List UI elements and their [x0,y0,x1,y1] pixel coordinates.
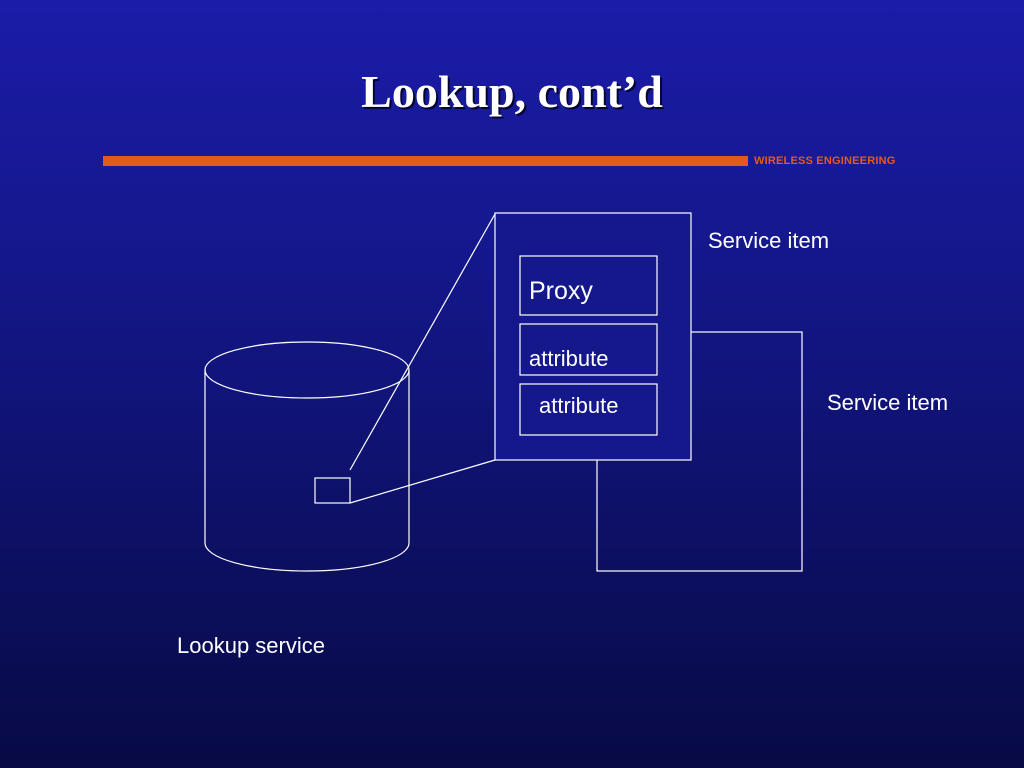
attribute-label: attribute [529,346,609,371]
service-item-front-box [494,212,692,461]
zoom-line-top [349,213,496,471]
lookup-service-cylinder [204,341,410,572]
brand-label: WIRELESS ENGINEERING [754,155,896,167]
zoom-line-bottom [349,459,496,504]
service-item-front-label: Service item [708,228,830,253]
attribute-label: attribute [539,393,619,418]
lookup-service-label: Lookup service [177,633,325,658]
slide-title: Lookup, cont’d [361,66,663,117]
attribute-box-1 [519,323,658,376]
cylinder-body [204,370,410,572]
service-item-back-label: Service item [827,390,949,415]
accent-bar [103,156,748,166]
attribute-box-2 [519,383,658,436]
proxy-box [519,255,658,316]
proxy-label: Proxy [529,277,593,305]
stored-entry-box [314,477,351,504]
cylinder-top [204,341,410,399]
